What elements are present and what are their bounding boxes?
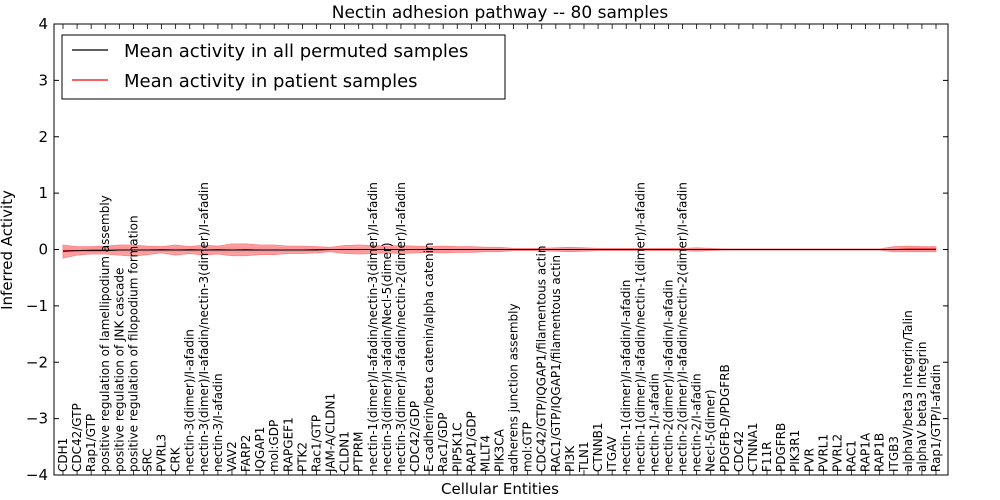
x-tick-label: RAP1A (859, 432, 873, 472)
x-tick-label: RAP1/GDP (464, 411, 478, 472)
y-axis: −4 −3 −2 −1 0 1 2 3 4 (26, 15, 948, 484)
x-tick-label: PIK3R1 (788, 430, 802, 472)
x-tick-label: Necl-5(dimer) (704, 389, 718, 472)
x-tick-label: alphaV beta3 Integrin (915, 341, 929, 472)
x-tick-label: RAC1 (845, 440, 859, 472)
series-lines (62, 248, 936, 252)
y-tick-label: −3 (26, 410, 48, 428)
x-axis-label: Cellular Entities (441, 480, 559, 498)
legend: Mean activity in all permuted samples Me… (61, 34, 506, 100)
x-tick-label: nectin-1(dimer)/I-afadin/I-afadin (619, 280, 633, 472)
x-tick-label: PI3K (563, 445, 577, 472)
x-tick-label: RAP1B (873, 433, 887, 472)
y-tick-label: 4 (38, 15, 48, 33)
x-tick-label: FARP2 (239, 435, 253, 472)
y-tick-label: −2 (26, 353, 48, 371)
x-tick-label: PDGFRB (774, 423, 788, 472)
y-tick-label: −4 (26, 466, 48, 484)
legend-box (61, 34, 506, 100)
x-tick-label: PVRL1 (816, 434, 830, 472)
y-tick-label: 2 (38, 128, 48, 146)
x-tick-label: nectin-1/I-afadin (647, 373, 661, 472)
chart-title: Nectin adhesion pathway -- 80 samples (332, 3, 669, 23)
x-tick-label: CTNNB1 (591, 422, 605, 472)
x-tick-label: ITGB3 (887, 436, 901, 472)
x-tick-label: adherens junction assembly (507, 303, 521, 472)
x-tick-label: nectin-3(dimer)/I-afadin (183, 329, 197, 472)
y-axis-label: Inferred Activity (0, 190, 16, 310)
x-tick-label: nectin-3/I-afadin (211, 373, 225, 472)
x-tick-label: MLLT4 (478, 435, 492, 472)
x-tick-label: CDC42/GDP (408, 401, 422, 472)
x-tick-label: PTPRM (352, 431, 366, 472)
x-tick-label: RAPGEF1 (281, 417, 295, 472)
x-tick-label: PVRL3 (155, 434, 169, 472)
x-tick-label: SRC (140, 448, 154, 472)
x-tick-label: nectin-3(dimer)/I-afadin/nectin-2(dimer)… (394, 182, 408, 472)
y-tick-label: 3 (38, 71, 48, 89)
x-tick-label: nectin-2/I-afadin (690, 373, 704, 472)
x-tick-label: CDC42/GTP/IQGAP1/filamentous actin (535, 246, 549, 472)
x-tick-label: Rac1/GDP (436, 413, 450, 472)
x-tick-label: nectin-1(dimer)/I-afadin/nectin-3(dimer)… (366, 182, 380, 472)
patient-band (62, 243, 937, 259)
series-line-permuted (62, 249, 936, 252)
y-tick-label: 0 (38, 241, 48, 259)
x-tick-label: JAM-A/CLDN1 (324, 393, 338, 473)
x-tick-label: CDC42 (732, 431, 746, 472)
x-tick-label: Rap1/GTP (84, 414, 98, 472)
x-tick-label: positive regulation of JNK cascade (112, 268, 126, 472)
x-tick-label: CTNNA1 (746, 422, 760, 472)
x-tick-label: VAV2 (225, 441, 239, 472)
y-tick-label: −1 (26, 297, 48, 315)
x-tick-label: nectin-2(dimer)/I-afadin/nectin-2(dimer)… (676, 182, 690, 472)
x-axis (62, 24, 937, 475)
x-tick-label: mol:GDP (267, 420, 281, 472)
x-tick-label: F11R (760, 441, 774, 472)
x-tick-label: PIP5K1C (450, 422, 464, 472)
x-tick-label: nectin-3(dimer)/I-afadin/nectin-3(dimer)… (197, 182, 211, 472)
x-tick-label: TLN1 (577, 441, 591, 473)
x-tick-label: PDGFB-D/PDGFRB (718, 364, 732, 472)
x-tick-label: CLDN1 (338, 431, 352, 472)
legend-label-patient: Mean activity in patient samples (124, 71, 418, 92)
x-tick-label: nectin-2(dimer)/I-afadin/I-afadin (661, 280, 675, 472)
x-tick-label: positive regulation of filopodium format… (126, 215, 140, 472)
x-tick-label: RAC1/GTP/IQGAP1/filamentous actin (549, 255, 563, 472)
x-tick-label: alphaV/beta3 Integrin/Talin (901, 310, 915, 472)
x-tick-label: nectin-1(dimer)/I-afadin/nectin-1(dimer)… (633, 182, 647, 472)
x-tick-label: Rap1/GTP/I-afadin (929, 364, 943, 472)
x-tick-label: ITGAV (605, 435, 619, 472)
x-tick-label: PTK2 (295, 442, 309, 472)
y-tick-label: 1 (38, 184, 48, 202)
x-tick-label: mol:GTP (521, 422, 535, 472)
x-tick-label: CDH1 (56, 438, 70, 472)
x-tick-label: E-cadherin/beta catenin/alpha catenin (422, 242, 436, 472)
x-tick-label: nectin-3(dimer)/I-afadin/Necl-5(dimer) (380, 242, 394, 472)
x-tick-label: CDC42/GTP (70, 403, 84, 472)
x-tick-label: IQGAP1 (253, 427, 267, 472)
legend-label-permuted: Mean activity in all permuted samples (124, 41, 468, 62)
x-tick-label: positive regulation of lamellipodium ass… (98, 195, 112, 472)
x-tick-label: PVR (802, 448, 816, 472)
x-tick-label: PIK3CA (493, 428, 507, 472)
x-tick-label: Rac1/GTP (309, 415, 323, 472)
x-tick-label: PVRL2 (830, 434, 844, 472)
x-tick-label: CRK (169, 446, 183, 472)
